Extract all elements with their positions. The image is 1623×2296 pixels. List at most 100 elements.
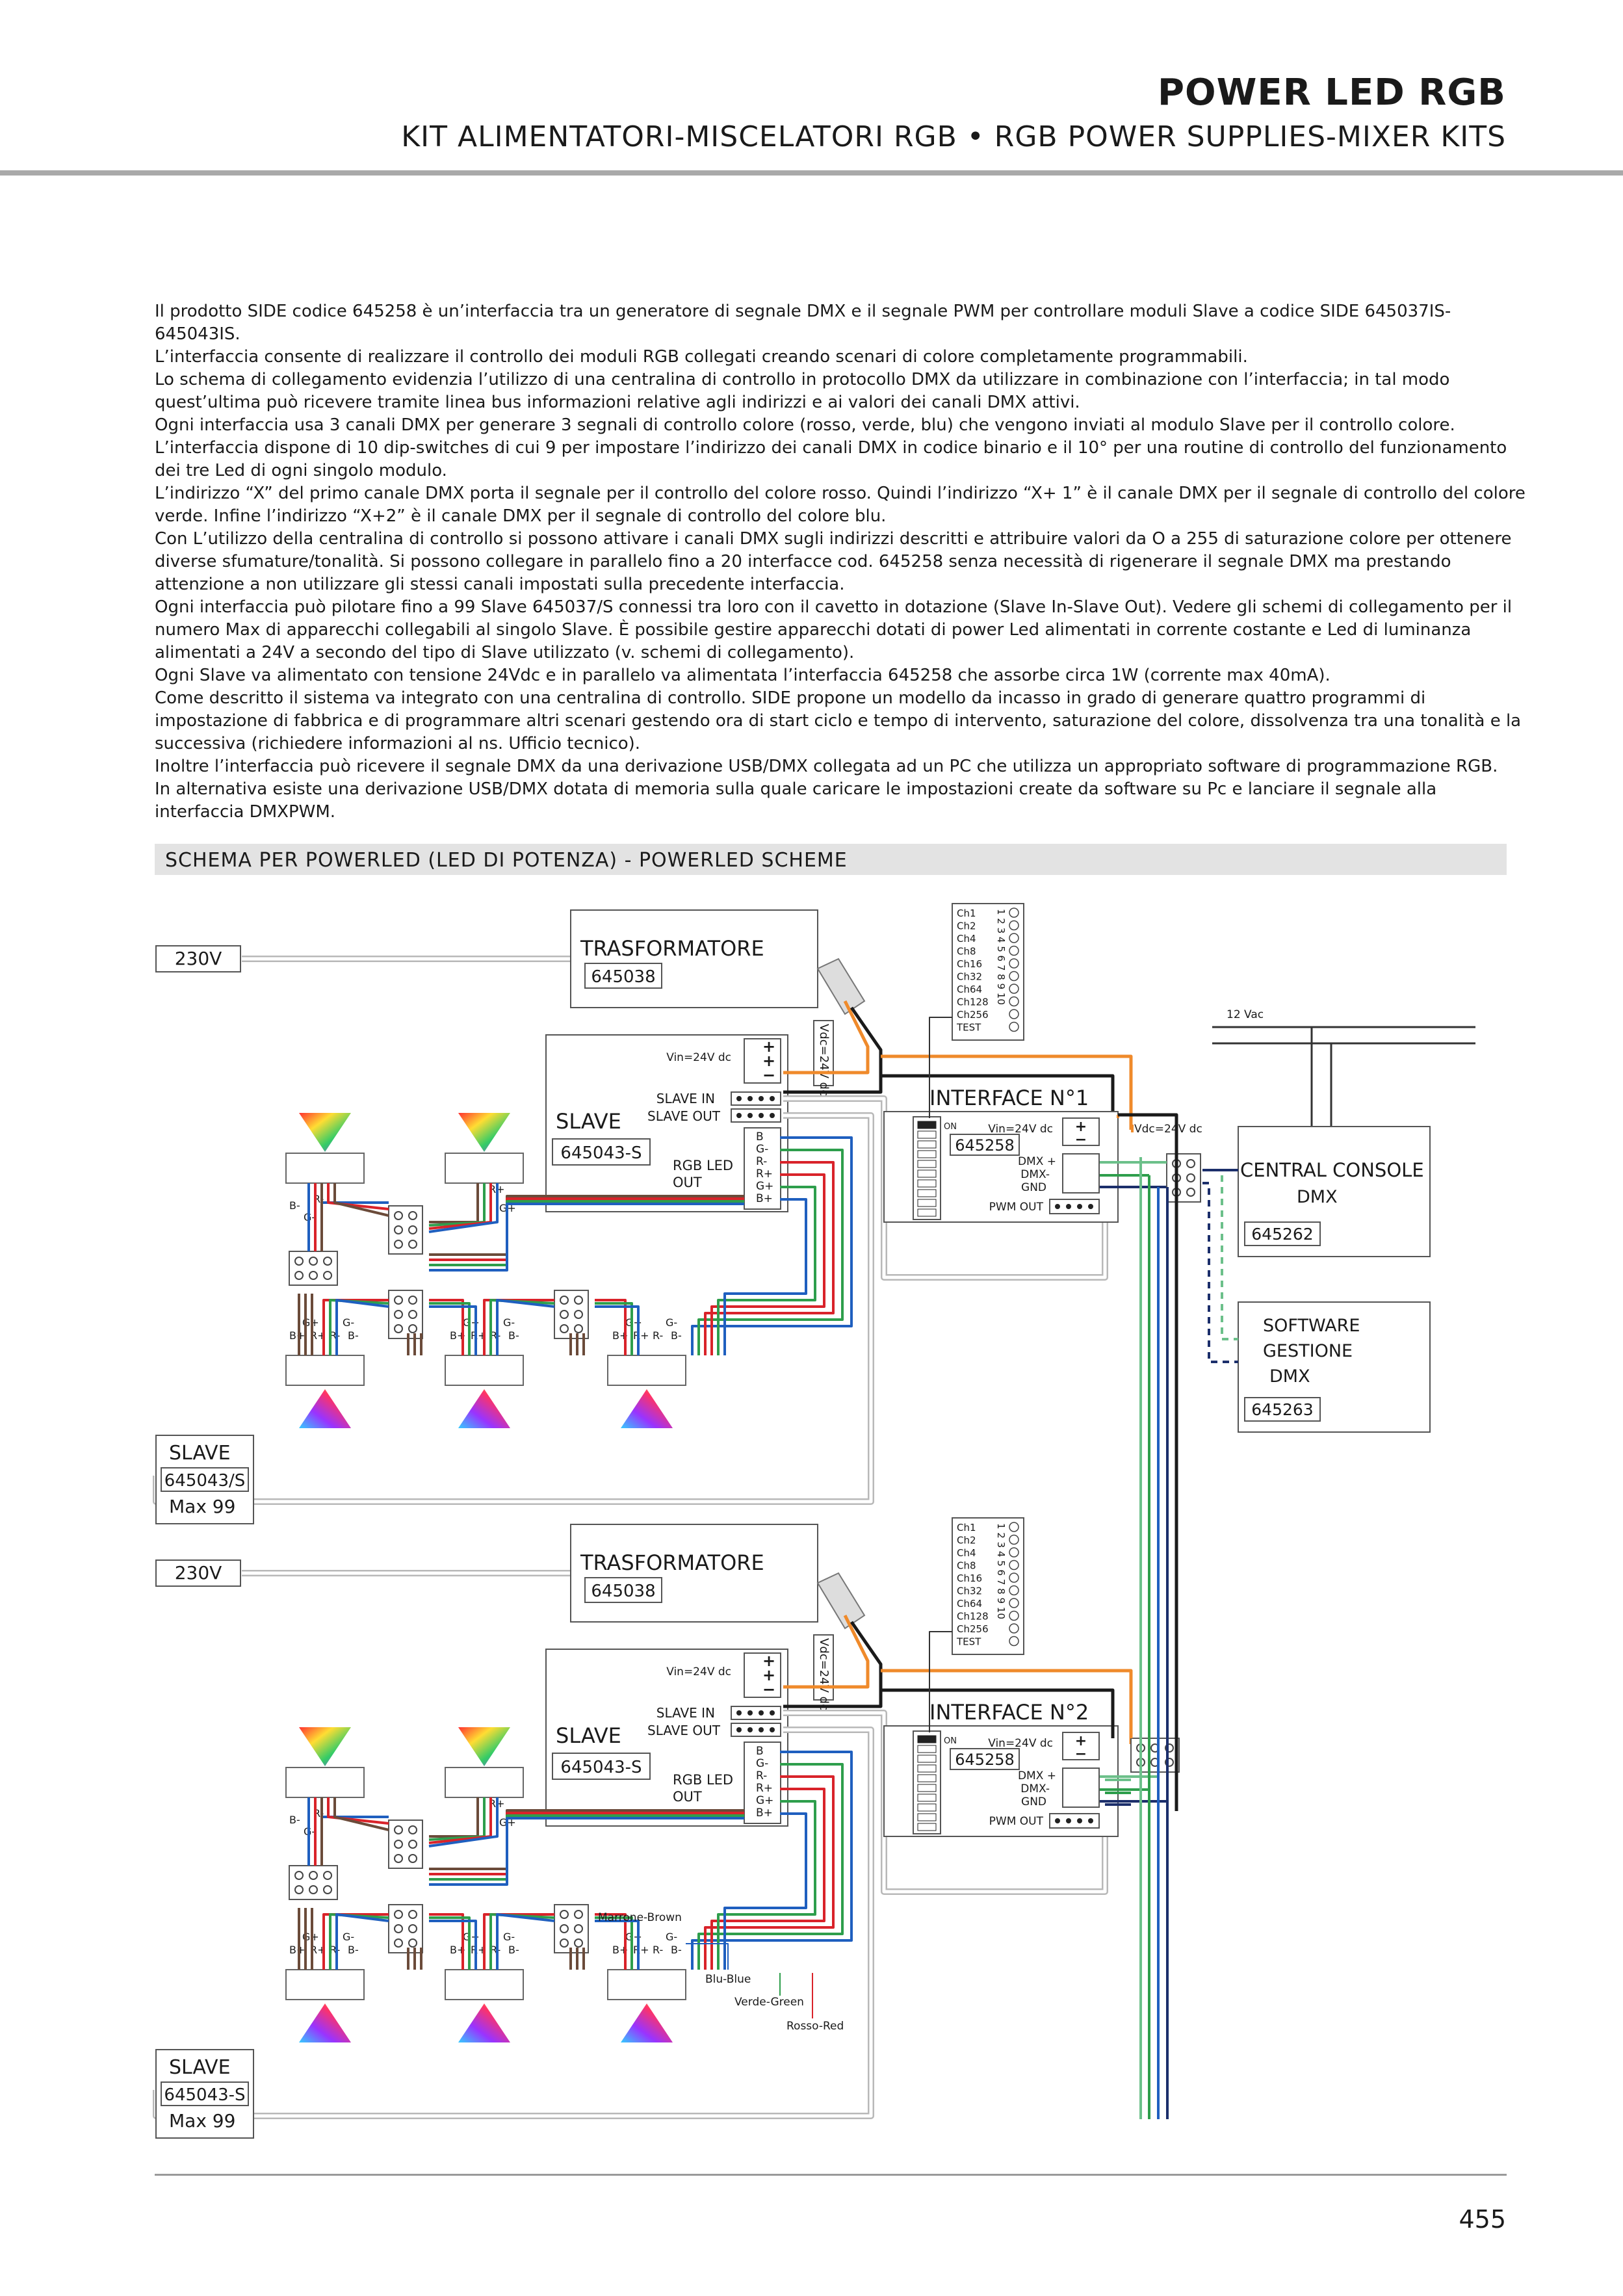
- software-link: [1202, 1182, 1238, 1363]
- connector-pin: [759, 1113, 764, 1118]
- intro-text: Il prodotto SIDE codice 645258 è un’inte…: [155, 300, 1526, 824]
- wire-pin-label: R+: [633, 1944, 649, 1956]
- wire-pin-label: R+: [310, 1944, 326, 1956]
- plus-sign: +: [1075, 1119, 1087, 1135]
- software-gestione: GESTIONE: [1263, 1341, 1353, 1361]
- terminal-block: [388, 1205, 423, 1255]
- terminal-block: [388, 1290, 423, 1339]
- wire-pin-label: B-: [289, 1199, 300, 1212]
- dip-switch: [917, 1150, 937, 1158]
- terminal-screw: [323, 1257, 332, 1266]
- led-wire: [428, 1183, 486, 1227]
- dip-switch: [917, 1130, 937, 1139]
- dip-indicator: [1009, 1559, 1019, 1571]
- slave-tag-code-box: [161, 2081, 249, 2106]
- dmx-terminal: [1062, 1768, 1100, 1808]
- plus-sign: +: [762, 1666, 775, 1684]
- intro-paragraph: Inoltre l’interfaccia può ricevere il se…: [155, 757, 1498, 776]
- dip-switch: [917, 1774, 937, 1782]
- led-wire: [429, 1916, 471, 1970]
- led-cone: [299, 2003, 351, 2042]
- terminal-block: [289, 1865, 338, 1900]
- dip-on-label: ON: [944, 1122, 957, 1132]
- led-wire: [429, 1817, 744, 1886]
- software-code: 645263: [1251, 1400, 1313, 1419]
- central-console-code-box: [1244, 1221, 1321, 1246]
- intro-paragraph: Il prodotto SIDE codice 645258 è un’inte…: [155, 302, 1451, 344]
- terminal-screw: [408, 1825, 417, 1834]
- led-wire: [496, 1299, 555, 1355]
- led-wire: [483, 1299, 554, 1355]
- page-title: POWER LED RGB: [1158, 72, 1506, 114]
- dip-switch: [917, 1199, 937, 1207]
- terminal-screw: [394, 1854, 403, 1863]
- dip-leader: [929, 1631, 952, 1732]
- slave-in-label: SLAVE IN: [656, 1091, 715, 1106]
- vdc-console-label: Vdc=24V dc: [1134, 1123, 1202, 1136]
- dip-number-label: 1 2 3 4 5 6 7 8 9 10: [995, 909, 1007, 1005]
- power-terminal: [744, 1038, 781, 1084]
- dip-indicator: [1009, 1598, 1019, 1608]
- dip-channel-label: Ch32: [957, 1585, 982, 1597]
- connector-pin: [1055, 1204, 1060, 1209]
- led-cone: [458, 2003, 510, 2042]
- terminal-screw: [394, 1910, 403, 1919]
- dip-switch: [917, 1208, 937, 1217]
- led-wire: [717, 1186, 816, 1355]
- dip-indicator: [1009, 945, 1019, 956]
- intro-paragraph: Ogni interfaccia usa 3 canali DMX per ge…: [155, 415, 1455, 435]
- terminal-screw: [574, 1324, 583, 1333]
- terminal-screw: [408, 1211, 417, 1220]
- interface-code: 645258: [955, 1751, 1015, 1769]
- dip-channel-label: Ch16: [957, 1572, 982, 1584]
- terminal-pin-label: B+: [756, 1192, 773, 1205]
- led-cone: [621, 1389, 673, 1428]
- dip-channel-label: Ch8: [957, 946, 976, 958]
- wire-pin-label: B-: [348, 1944, 359, 1956]
- voltage-label: 230V: [175, 948, 222, 969]
- central-console-label: CENTRAL CONSOLE: [1240, 1159, 1424, 1181]
- led-module: [445, 1153, 524, 1184]
- terminal-screw: [408, 1240, 417, 1249]
- led-wire: [704, 1775, 835, 1970]
- dip-channel-label: Ch4: [957, 933, 976, 945]
- dip-indicator: [1009, 984, 1019, 994]
- transformer-label: TRASFORMATORE: [580, 1550, 764, 1575]
- terminal-screw: [574, 1924, 583, 1933]
- wire-pin-label: R+: [310, 1329, 326, 1342]
- slave-tag-code: 645043-S: [164, 2085, 245, 2105]
- dip-switch: [917, 1745, 937, 1753]
- connector-pin: [747, 1727, 753, 1732]
- led-wire: [483, 1913, 554, 1970]
- led-wire: [691, 1751, 853, 1970]
- transformer-code-box: [584, 963, 662, 989]
- led-wire: [429, 1920, 477, 1970]
- slave-code-box: [552, 1138, 651, 1166]
- terminal-pin-label: B: [756, 1130, 764, 1143]
- terminal-screw: [560, 1324, 569, 1333]
- connector-pin: [747, 1710, 753, 1715]
- connector-pin: [736, 1096, 742, 1101]
- led-wire: [723, 1198, 807, 1355]
- dip-indicator: [1009, 971, 1019, 982]
- power-wire-plus: [881, 1054, 1133, 1130]
- led-wire: [496, 1913, 555, 1970]
- transformer-box: [570, 909, 818, 1008]
- dip-indicator: [1009, 1547, 1019, 1558]
- out-label: OUT: [673, 1175, 702, 1190]
- cable-gland: [816, 1572, 866, 1630]
- footer-rule: [155, 2174, 1507, 2176]
- terminal-screw: [323, 1871, 332, 1880]
- terminal-screw: [1186, 1159, 1195, 1168]
- minus-sign: −: [1075, 1132, 1087, 1148]
- terminal-pin-label: R+: [756, 1168, 773, 1181]
- terminal-screw: [394, 1840, 403, 1849]
- dip-switch: [917, 1823, 937, 1831]
- wire-pin-label: B-: [671, 1944, 682, 1956]
- led-wire: [429, 1299, 464, 1355]
- terminal-screw: [394, 1924, 403, 1933]
- dip-channel-label: Ch1: [957, 907, 976, 919]
- plus-sign: +: [762, 1652, 775, 1670]
- connector-pin: [1077, 1204, 1082, 1209]
- dip-switch: [917, 1179, 937, 1188]
